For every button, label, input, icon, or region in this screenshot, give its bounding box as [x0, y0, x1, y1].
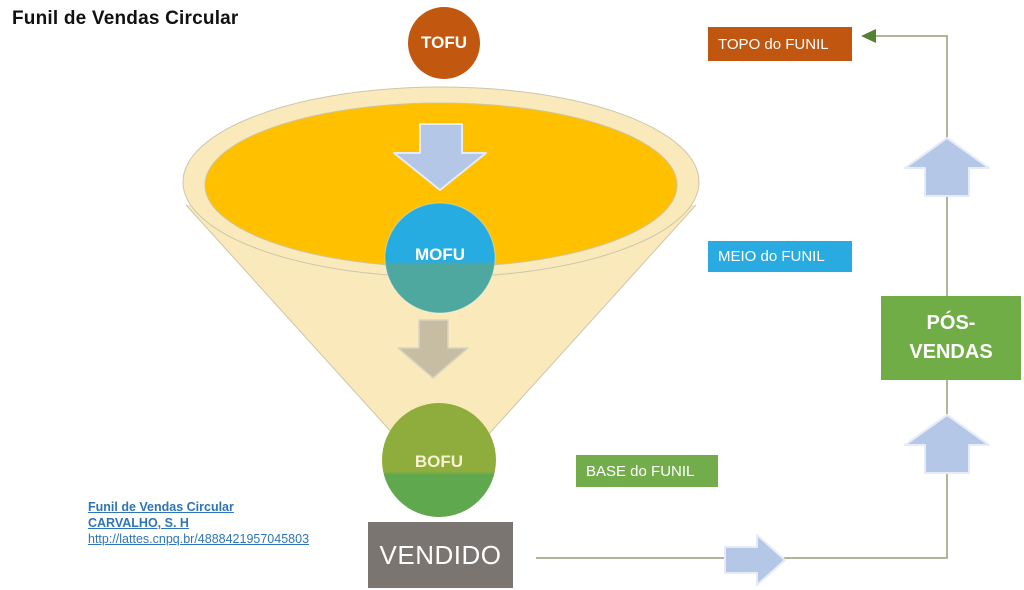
flow-line-top-right	[869, 35, 948, 296]
down-arrow-top-icon	[393, 123, 487, 191]
vendido-box: VENDIDO	[368, 522, 513, 588]
tofu-circle	[408, 7, 480, 79]
vendido-label: VENDIDO	[379, 539, 502, 570]
up-arrow-lower-icon	[904, 414, 990, 474]
bofu-circle	[382, 403, 496, 517]
citation-author-link[interactable]: CARVALHO, S. H	[88, 516, 189, 530]
base-do-funil-label: BASE do FUNIL	[586, 462, 695, 480]
down-arrow-middle-icon	[397, 319, 469, 379]
up-arrow-upper-icon	[904, 137, 990, 197]
left-arrowhead-icon	[861, 29, 876, 43]
citation-title-link[interactable]: Funil de Vendas Circular	[88, 500, 234, 514]
mofu-circle	[384, 202, 496, 314]
page-title: Funil de Vendas Circular	[12, 8, 239, 29]
bofu-stage-label: BOFU	[414, 452, 464, 471]
citation-url-link[interactable]: http://lattes.cnpq.br/4888421957045803	[88, 532, 310, 546]
tofu-stage-label: TOFU	[421, 33, 467, 52]
right-arrow-icon	[724, 534, 786, 586]
base-do-funil-tag: BASE do FUNIL	[576, 455, 718, 487]
meio-do-funil-tag: MEIO do FUNIL	[708, 241, 852, 272]
citation-block: Funil de Vendas Circular CARVALHO, S. H …	[88, 499, 309, 547]
mofu-stage-label: MOFU	[414, 245, 466, 264]
topo-do-funil-label: TOPO do FUNIL	[718, 35, 829, 53]
meio-do-funil-label: MEIO do FUNIL	[718, 248, 825, 265]
pos-vendas-line2: VENDAS	[909, 341, 993, 363]
topo-do-funil-tag: TOPO do FUNIL	[708, 27, 852, 61]
pos-vendas-box: PÓS- VENDAS	[881, 296, 1021, 380]
pos-vendas-line1: PÓS-	[926, 312, 976, 334]
